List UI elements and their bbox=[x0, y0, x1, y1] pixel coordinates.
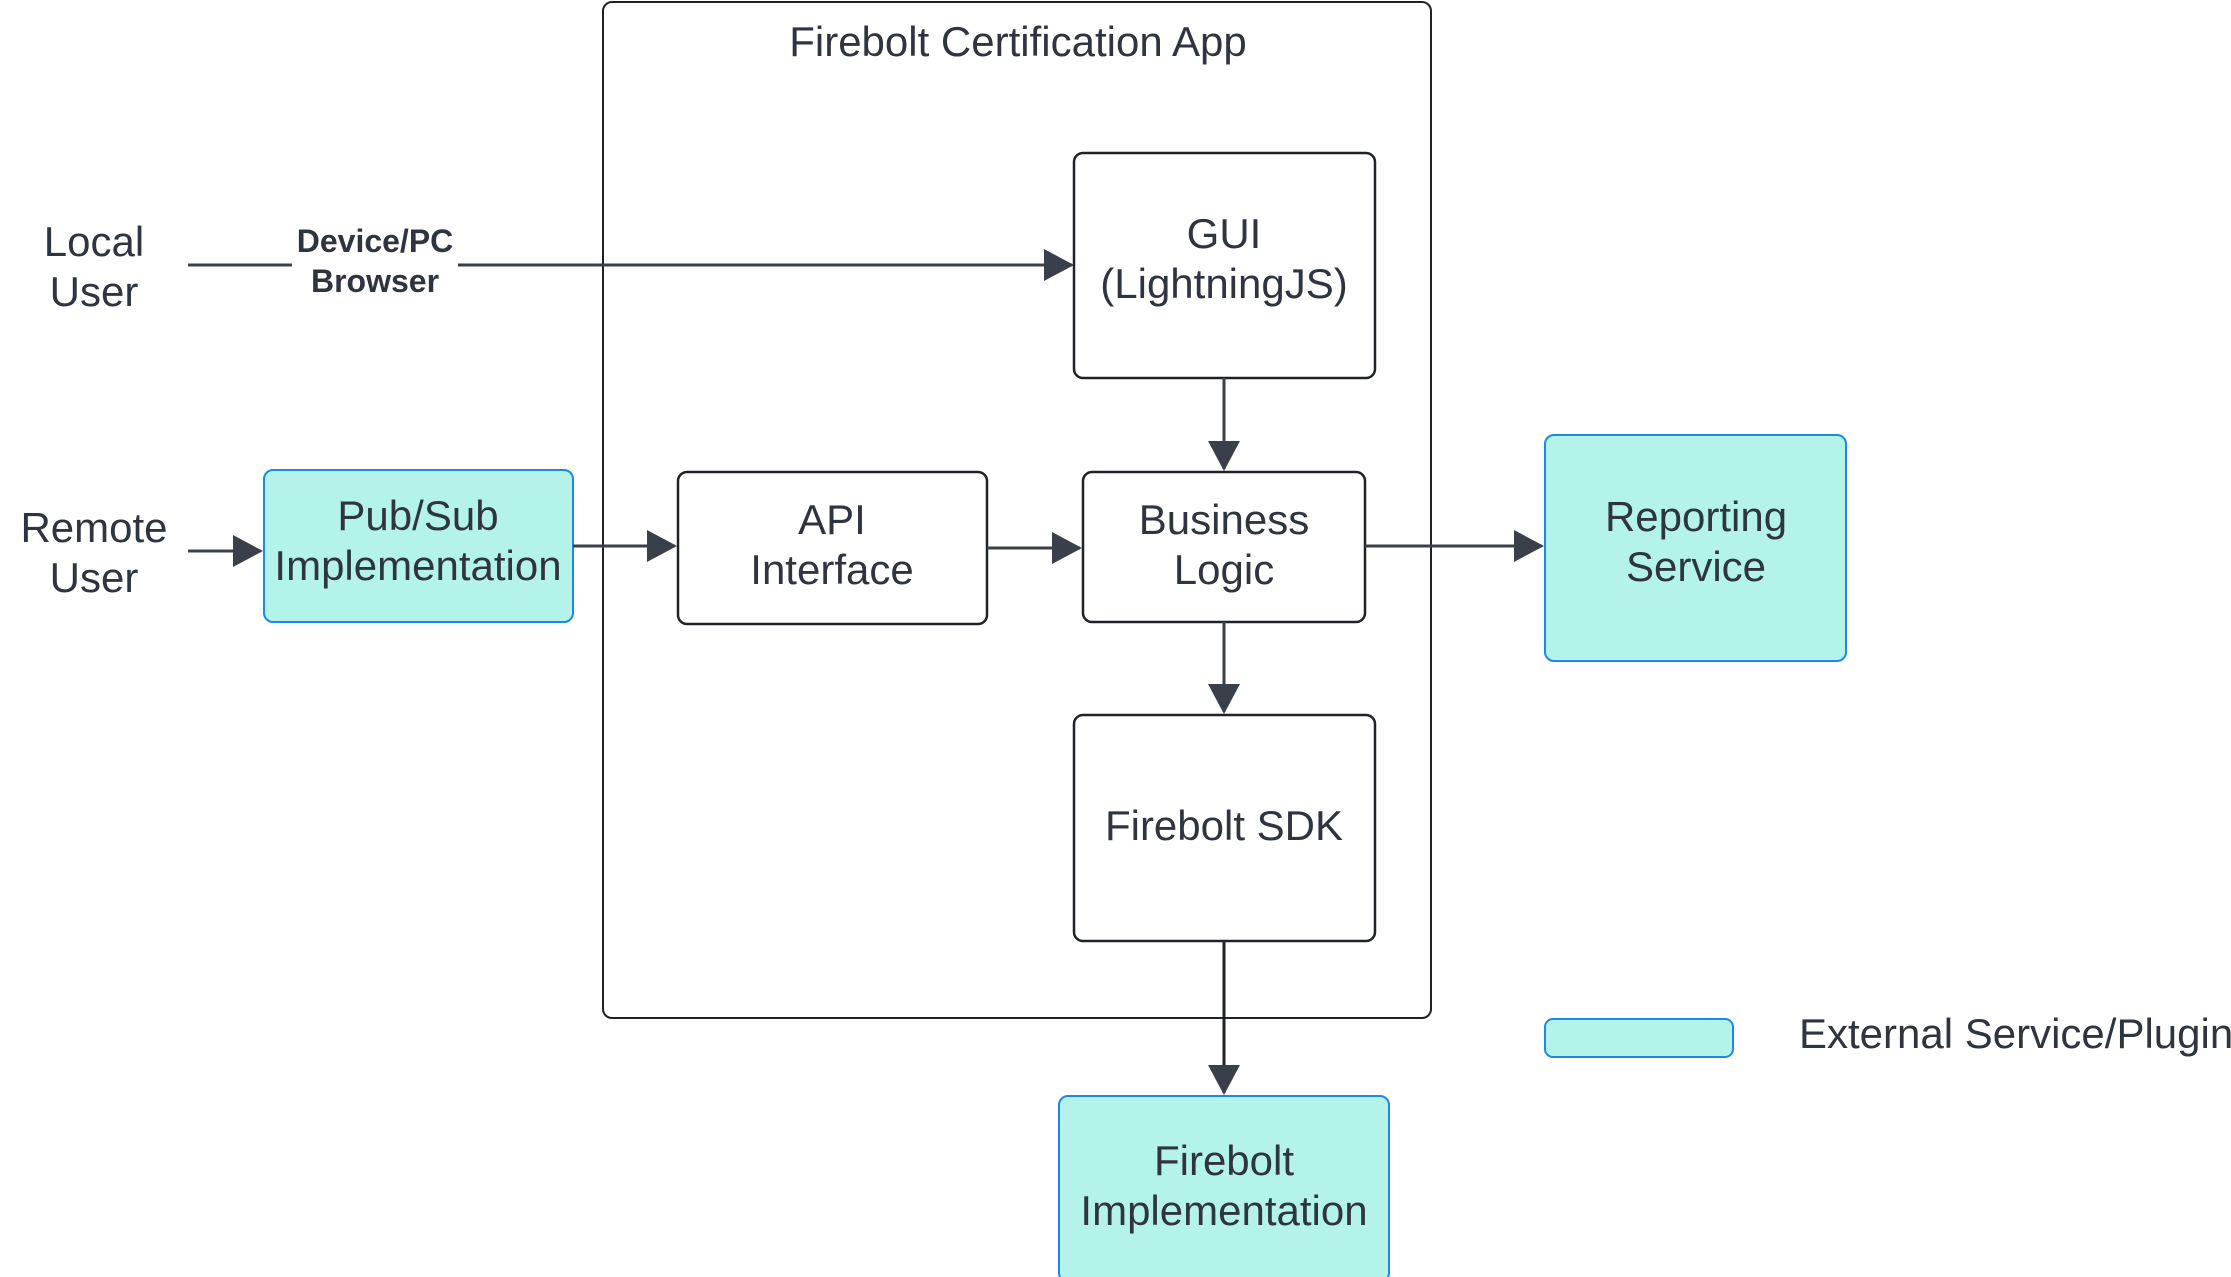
pubsub-node: Pub/Sub Implementation bbox=[263, 469, 574, 623]
edge-local-user-to-gui: Device/PC Browser bbox=[188, 223, 1074, 299]
edge-label-line-2: Browser bbox=[311, 263, 439, 299]
business-logic-line-1: Business bbox=[1139, 496, 1309, 543]
firebolt-implementation-line-2: Implementation bbox=[1080, 1187, 1367, 1234]
local-user-actor: Local User bbox=[44, 218, 144, 315]
app-container-title: Firebolt Certification App bbox=[789, 18, 1247, 65]
reporting-service-line-2: Service bbox=[1626, 543, 1766, 590]
business-logic-node: Business Logic bbox=[1081, 470, 1367, 624]
local-user-line-1: Local bbox=[44, 218, 144, 265]
local-user-line-2: User bbox=[50, 268, 139, 315]
business-logic-line-2: Logic bbox=[1174, 546, 1274, 593]
remote-user-actor: Remote User bbox=[20, 504, 167, 601]
api-node-line-1: API bbox=[798, 496, 866, 543]
legend: External Service/Plugin bbox=[1544, 1010, 2231, 1058]
app-container: Firebolt Certification App bbox=[602, 1, 1432, 1019]
api-node: API Interface bbox=[676, 470, 989, 626]
firebolt-sdk-label: Firebolt SDK bbox=[1105, 802, 1343, 849]
edge-label-line-1: Device/PC bbox=[297, 223, 454, 259]
gui-node-line-2: (LightningJS) bbox=[1100, 260, 1347, 307]
remote-user-line-2: User bbox=[50, 554, 139, 601]
firebolt-implementation-line-1: Firebolt bbox=[1154, 1137, 1294, 1184]
pubsub-node-line-2: Implementation bbox=[274, 542, 561, 589]
pubsub-node-line-1: Pub/Sub bbox=[337, 492, 498, 539]
remote-user-line-1: Remote bbox=[20, 504, 167, 551]
reporting-service-node: Reporting Service bbox=[1544, 434, 1847, 662]
gui-node: GUI (LightningJS) bbox=[1072, 151, 1377, 380]
firebolt-implementation-node: Firebolt Implementation bbox=[1058, 1095, 1390, 1277]
legend-swatch bbox=[1544, 1018, 1734, 1058]
gui-node-line-1: GUI bbox=[1187, 210, 1262, 257]
legend-external-label: External Service/Plugin bbox=[1799, 1010, 2231, 1057]
firebolt-sdk-node: Firebolt SDK bbox=[1072, 713, 1377, 943]
api-node-line-2: Interface bbox=[750, 546, 913, 593]
reporting-service-line-1: Reporting bbox=[1605, 493, 1787, 540]
